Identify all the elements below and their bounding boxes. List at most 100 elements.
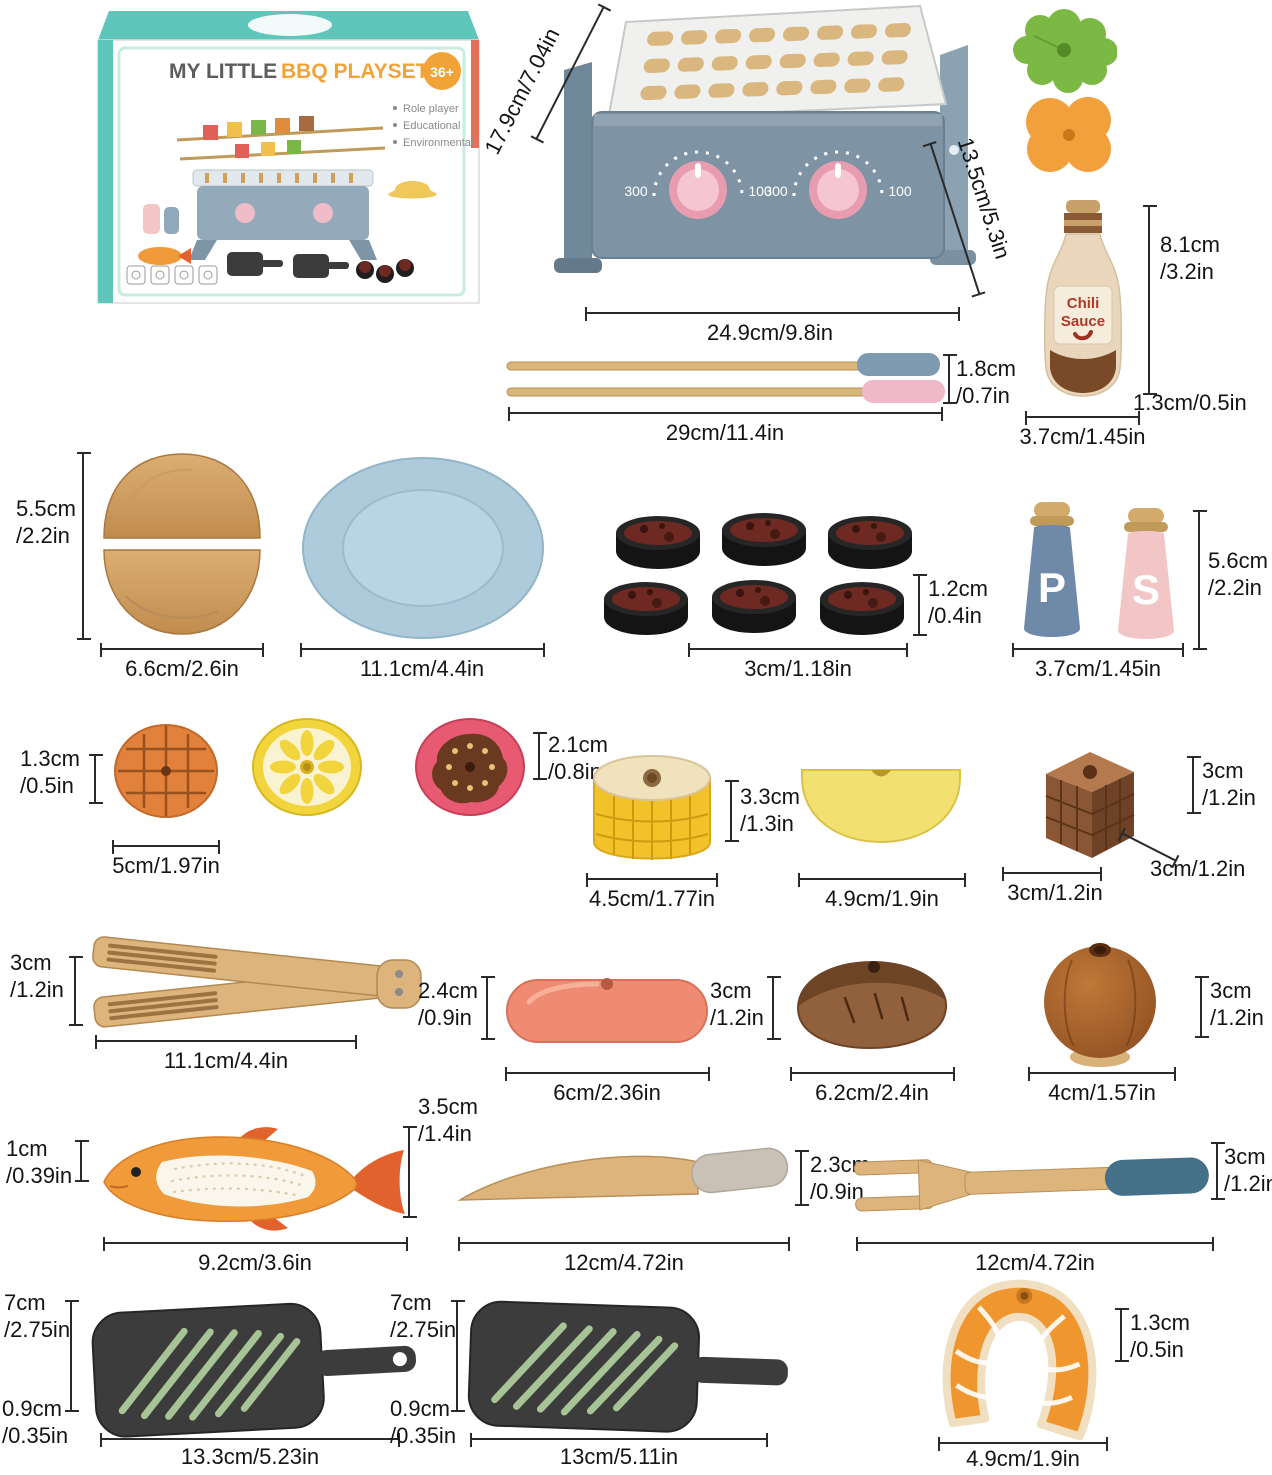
sausage [505,970,710,1052]
dial-min-right: 300 [764,183,788,199]
dim-butter-width: 4.9cm/1.9in [825,886,939,911]
dimline-salmon-width [938,1437,1108,1451]
dim-knife-length: 12cm/4.72in [564,1250,684,1275]
box-title-main: MY LITTLE [169,60,277,83]
dim-tongs-height: 3cm /1.2in [10,950,64,1002]
sausage-art [506,978,708,1043]
skewer-handle-blue [857,353,940,376]
butter-slice [796,756,966,846]
sweet-potato [790,950,955,1056]
dim-salmon-width: 4.9cm/1.9in [966,1446,1080,1471]
dim-knife-height: 2.3cm /0.9in [810,1152,870,1204]
dim-onion-width: 4cm/1.57in [1048,1080,1156,1105]
dim-slices-thickness: 2.1cm /0.8in [548,732,608,784]
fish-art [103,1127,405,1231]
dim-pan1-thickness: 0.9cm /0.35in [2,1396,69,1448]
plate-art [302,457,544,639]
dial-min-left: 300 [624,183,648,199]
dial-max-right: 100 [888,183,912,199]
dim-patty-height: 1.2cm /0.4in [928,576,988,628]
shakers-art: P S [1023,502,1175,639]
bbq-grill: 300 100 300 100 [548,0,978,315]
dimline-chocolate-height [1187,756,1201,814]
dim-pan2-thickness: 0.9cm /0.35in [390,1396,457,1448]
chili-icon [1073,330,1093,341]
dimline-pan1-height [65,1300,79,1412]
tomato-slice-art [415,718,525,816]
dimline-pan1-length [100,1433,400,1447]
dimline-fish-tail [75,1140,89,1182]
pepper-letter: P [1038,564,1066,611]
sauce-label-line1: Chili [1067,295,1100,312]
dim-chocolate-height: 3cm /1.2in [1202,758,1256,810]
fork-art [853,1157,1209,1212]
dimline-fish-length [103,1237,408,1251]
box-bullet-3: Environmental [403,137,473,149]
dim-corn-width: 4.5cm/1.77in [589,886,715,911]
dimline-chocolate-width [1002,867,1102,881]
sauce-label-line2: Sauce [1061,313,1105,330]
patties-art [604,513,912,635]
dim-tongs-length: 11.1cm/4.4in [163,1048,289,1073]
plate [298,452,548,644]
burger-buns [98,448,266,640]
box-bullet-2: Educational [403,120,461,132]
dim-potato-height: 3cm /1.2in [710,978,764,1030]
chili-sauce-bottle: Chili Sauce [1030,198,1135,403]
wooden-tongs [85,920,425,1048]
dim-fish-tail: 1cm /0.39in [6,1136,73,1188]
dim-plate-width: 11.1cm/4.4in [359,656,485,681]
dim-slices-height: 1.3cm /0.5in [20,746,80,798]
onion-art [1044,943,1156,1067]
dimline-patty-height [913,574,927,636]
tomato-slice [413,716,528,818]
dim-salmon-height: 1.3cm /0.5in [1130,1310,1190,1362]
box-illustration [138,116,437,283]
dimline-fork-length [856,1237,1214,1251]
dimline-shaker-width [1012,643,1184,657]
dimline-plate-width [300,643,545,657]
dim-bottle-width: 3.7cm/1.45in [1019,424,1146,449]
age-badge-text: 36+ [430,64,454,80]
skewer-handle-pink [862,380,945,403]
dim-bottle-depth: 1.3cm/0.5in [1133,390,1247,415]
product-box-art: MY LITTLE BBQ PLAYSET 36+ Role player Ed… [97,11,480,304]
salt-letter: S [1132,566,1160,613]
dimline-potato-length [790,1067,955,1081]
dimline-onion-height [1195,976,1209,1038]
dimline-onion-width [1028,1067,1176,1081]
dimline-sausage-length [505,1067,710,1081]
dim-bottle-height: 8.1cm /3.2in [1160,232,1220,284]
dimline-pan2-length [470,1433,768,1447]
dim-shaker-height: 5.6cm /2.2in [1208,548,1268,600]
dimline-skewer-length [508,407,943,421]
dim-skewer-thickness: 1.8cm /0.7in [956,356,1016,408]
dim-grill-width: 24.9cm/9.8in [707,320,833,345]
knife-art [457,1147,789,1201]
salt-pepper-shakers: P S [1008,500,1190,654]
dimline-knife-length [458,1237,790,1251]
corn-art [593,755,711,860]
grill-pan-1 [90,1300,420,1438]
salmon-steak [930,1272,1115,1440]
dimline-patty-width [688,643,908,657]
cheese-art [1026,97,1111,172]
dim-shaker-width: 3.7cm/1.45in [1035,656,1161,681]
certification-icons [126,265,218,285]
dimline-knife-height [795,1150,809,1206]
age-badge [423,52,461,90]
dimline-sausage-height [481,976,495,1040]
dim-fork-height: 3cm /1.2in [1224,1144,1272,1196]
sweet-potato-art [796,960,948,1050]
dimline-pan2-height [451,1300,465,1412]
bbq-grill-art: 300 100 300 100 [554,4,976,273]
dimline-tongs-height [69,956,83,1026]
onion [1022,940,1180,1070]
dimline-potato-height [767,976,781,1040]
dimline-buns-height [77,452,91,640]
box-bullet-1: Role player [403,103,459,115]
box-bullets: Role player Educational Environmental [393,103,473,149]
dimline-salmon-height [1115,1308,1129,1362]
dim-fork-length: 12cm/4.72in [975,1250,1095,1275]
grill-pan-2 [462,1300,792,1438]
